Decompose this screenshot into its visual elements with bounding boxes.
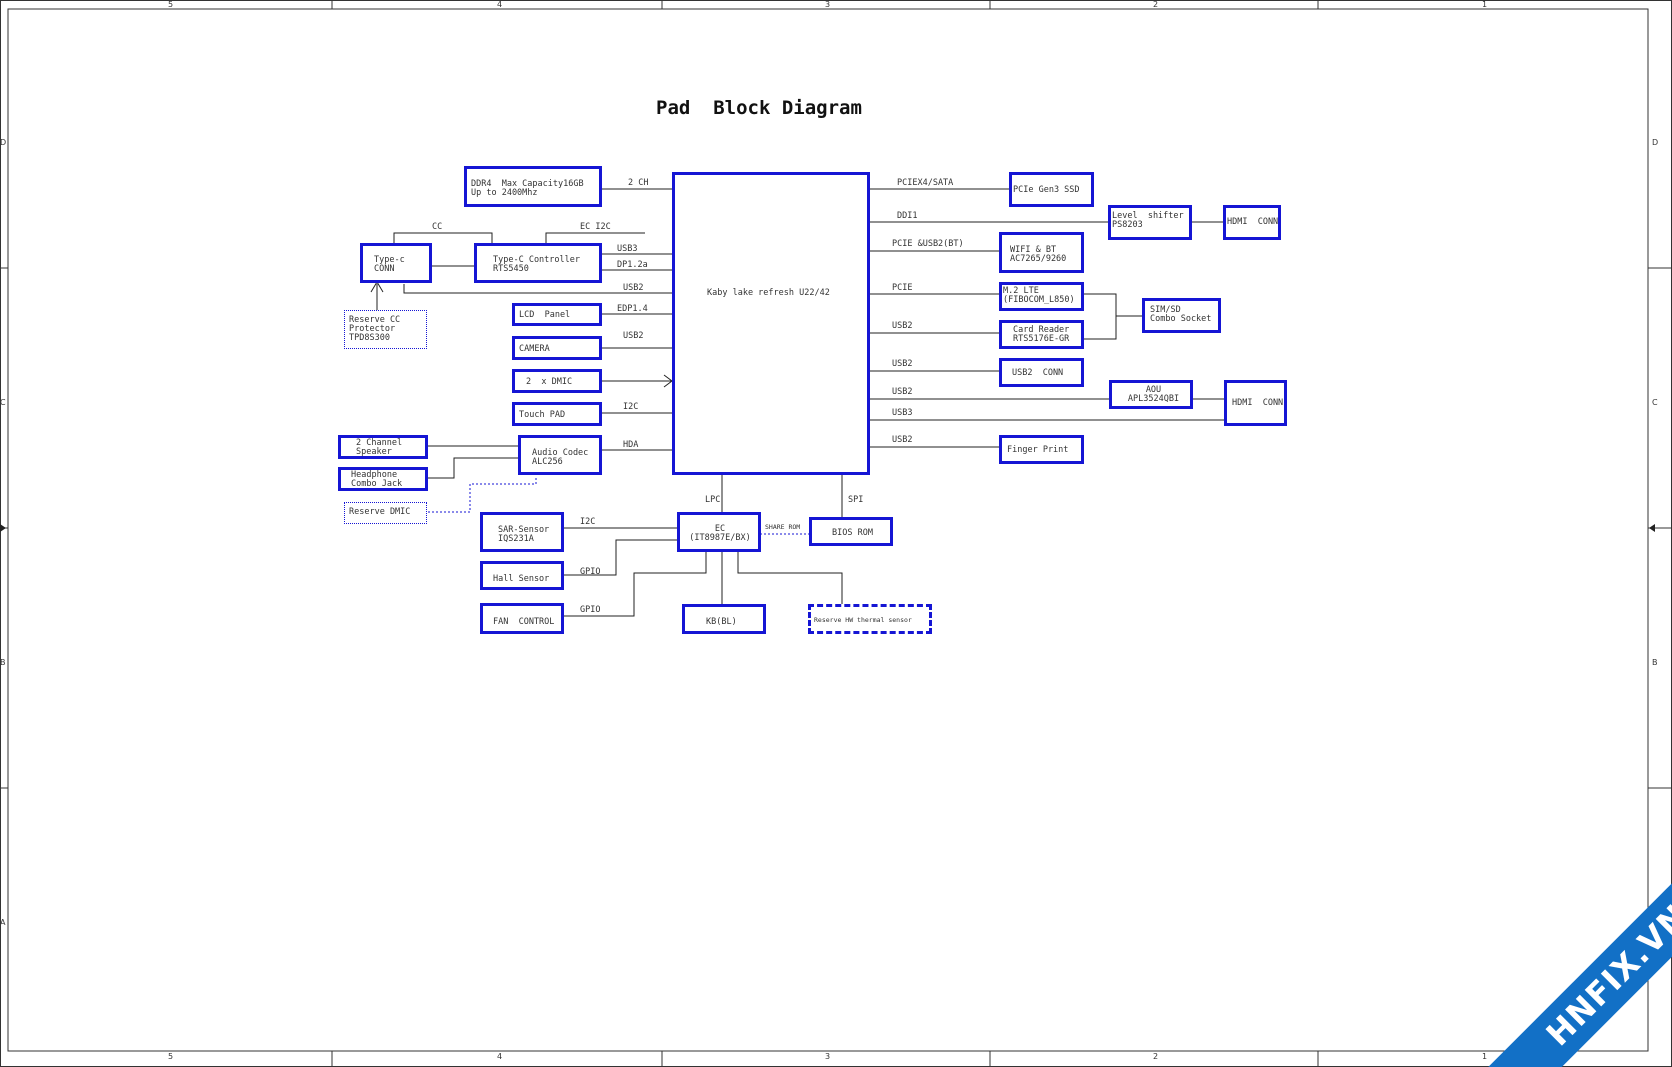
frame-col-4-bottom: 4	[497, 1052, 503, 1061]
typec-conn-block: Type-c CONN	[360, 243, 432, 283]
frame-row-c-left: C	[0, 398, 6, 407]
lcd-panel-block: LCD Panel	[512, 303, 602, 326]
kb-backlight-block: KB(BL)	[682, 604, 766, 634]
label-gpio-fan: GPIO	[580, 605, 601, 615]
label-cc: CC	[432, 222, 443, 232]
touch-pad-block: Touch PAD	[512, 402, 602, 426]
label-share-rom: SHARE ROM	[765, 523, 801, 531]
label-pciex4-sata: PCIEX4/SATA	[897, 178, 954, 188]
hnfix-watermark: HNFIX.VN	[1472, 867, 1672, 1067]
reserve-cc-protector-block: Reserve CC Protector TPD8S300	[344, 310, 427, 349]
hdmi-conn-top-block: HDMI CONN	[1223, 205, 1281, 240]
label-usb2-aou: USB2	[892, 387, 913, 397]
label-pcie-usb2-bt: PCIE &USB2(BT)	[892, 239, 964, 249]
frame-row-a-left: A	[0, 918, 6, 927]
label-spi: SPI	[848, 495, 864, 505]
label-gpio-hall: GPIO	[580, 567, 601, 577]
aou-block: AOU APL3524QBI	[1109, 380, 1193, 409]
frame-col-2-top: 2	[1153, 0, 1159, 9]
ddr4-block: DDR4 Max Capacity16GB Up to 2400Mhz	[464, 166, 602, 207]
level-shifter-block: Level shifter PS8203	[1108, 205, 1192, 240]
hall-sensor-block: Hall Sensor	[480, 561, 564, 590]
label-hda: HDA	[623, 440, 639, 450]
label-edp14: EDP1.4	[617, 304, 648, 314]
watermark-band: HNFIX.VN	[1481, 867, 1672, 1067]
label-usb2-conn-bus: USB2	[892, 359, 913, 369]
label-usb2-finger: USB2	[892, 435, 913, 445]
label-2ch: 2 CH	[628, 178, 649, 188]
label-pcie-lte: PCIE	[892, 283, 913, 293]
sar-sensor-block: SAR-Sensor IQS231A	[480, 512, 564, 552]
audio-codec-block: Audio Codec ALC256	[518, 435, 602, 475]
diagram-title: Pad Block Diagram	[656, 97, 862, 119]
label-ec-i2c: EC I2C	[580, 222, 611, 232]
label-usb2-camera: USB2	[623, 331, 644, 341]
bus-lines	[376, 188, 1225, 617]
frame-col-5-bottom: 5	[168, 1052, 174, 1061]
watermark-text: HNFIX.VN	[1538, 896, 1672, 1054]
label-lpc: LPC	[705, 495, 721, 505]
frame-col-3-bottom: 3	[825, 1052, 831, 1061]
frame-col-2-bottom: 2	[1153, 1052, 1159, 1061]
fan-control-block: FAN CONTROL	[480, 603, 564, 634]
frame-row-b-right: B	[1652, 658, 1658, 667]
typec-controller-block: Type-C Controller RTS5450	[474, 243, 602, 283]
camera-block: CAMERA	[512, 336, 602, 360]
label-i2c-sar: I2C	[580, 517, 596, 527]
frame-arrow-left	[0, 524, 6, 532]
frame-row-c-right: C	[1652, 398, 1658, 407]
label-usb2-card: USB2	[892, 321, 913, 331]
ec-block: EC (IT8987E/BX)	[677, 512, 761, 552]
frame-col-1-top: 1	[1482, 0, 1488, 9]
speaker-block: 2 Channel Speaker	[338, 435, 428, 459]
label-usb3-typec: USB3	[617, 244, 638, 254]
reserve-dmic-block: Reserve DMIC	[344, 502, 427, 524]
label-usb2-typec: USB2	[623, 283, 644, 293]
frame-row-d-left: D	[0, 138, 7, 147]
reserve-thermal-sensor-block: Reserve HW thermal sensor	[808, 604, 932, 634]
headphone-jack-block: Headphone Combo Jack	[338, 467, 428, 491]
usb2-conn-block: USB2 CONN	[999, 358, 1084, 387]
frame-col-3-top: 3	[825, 0, 831, 9]
frame-row-b-left: B	[0, 658, 6, 667]
label-ddi1: DDI1	[897, 211, 918, 221]
sim-sd-socket-block: SIM/SD Combo Socket	[1142, 298, 1221, 333]
card-reader-block: Card Reader RTS5176E-GR	[999, 320, 1084, 349]
label-usb3-hdmi: USB3	[892, 408, 913, 418]
cpu-block: Kaby lake refresh U22/42	[672, 172, 870, 475]
frame-row-d-right: D	[1652, 138, 1659, 147]
dmic-block: 2 x DMIC	[512, 369, 602, 393]
frame-col-5-top: 5	[168, 0, 174, 9]
pcie-ssd-block: PCIe Gen3 SSD	[1009, 172, 1094, 207]
finger-print-block: Finger Print	[999, 435, 1084, 464]
hdmi-conn-bottom-block: HDMI CONN	[1224, 380, 1287, 426]
label-dp12a: DP1.2a	[617, 260, 648, 270]
frame-arrow-right	[1649, 524, 1655, 532]
frame-col-1-bottom: 1	[1482, 1052, 1488, 1061]
m2-lte-block: M.2 LTE (FIBOCOM_L850)	[999, 282, 1084, 311]
frame-col-4-top: 4	[497, 0, 503, 9]
bios-rom-block: BIOS ROM	[809, 517, 893, 546]
wifi-bt-block: WIFI & BT AC7265/9260	[999, 232, 1084, 273]
label-i2c-touch: I2C	[623, 402, 639, 412]
